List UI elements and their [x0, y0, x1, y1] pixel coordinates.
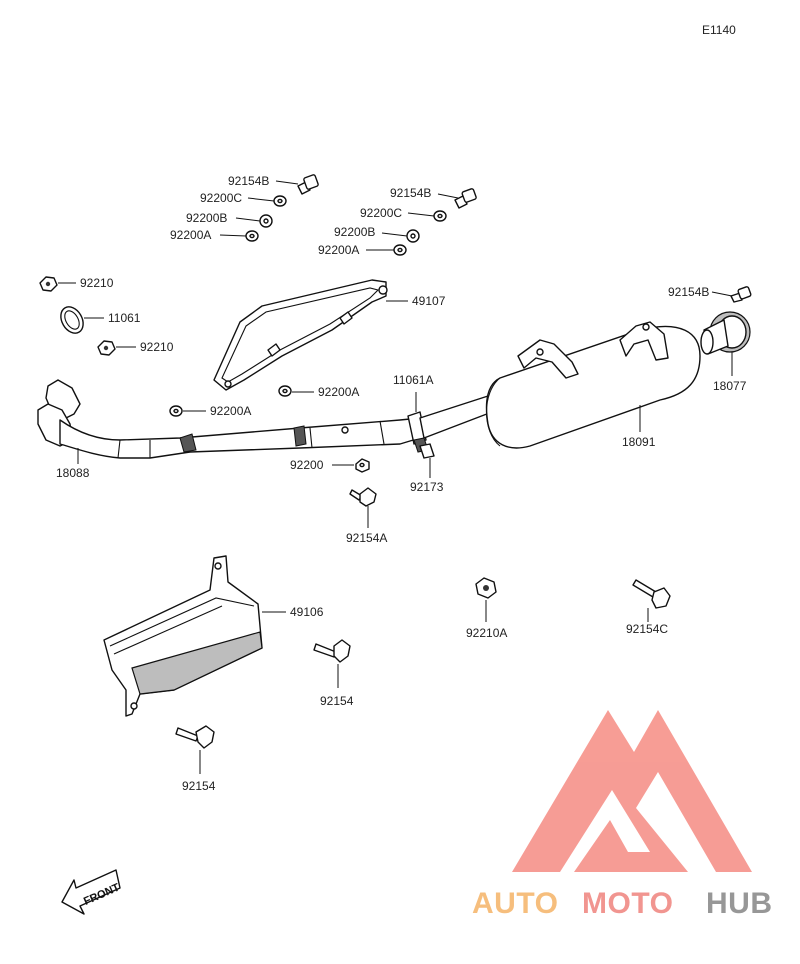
washer-92200A-d: 92200A	[169, 404, 251, 418]
label-92154-a: 92154	[320, 694, 354, 708]
fastener-stack-left: 92154B 92200C 92200B 92200A	[170, 174, 319, 242]
watermark-logo: AUTO MOTO HUB	[472, 710, 773, 920]
fastener-stack-middle: 92154B 92200C 92200B 92200A	[318, 186, 477, 257]
label-92200B-b: 92200B	[334, 225, 375, 239]
heat-guard-49106: 49106	[103, 555, 324, 717]
label-92154B-a: 92154B	[228, 174, 269, 188]
bolt-92154-a: 92154	[313, 639, 354, 708]
logo-text-hub: HUB	[706, 887, 773, 920]
front-direction-arrow: FRONT	[61, 869, 122, 915]
logo-text-moto: MOTO	[582, 887, 673, 920]
bolt-92154B-b	[461, 188, 477, 203]
nut-92210-b: 92210	[97, 340, 174, 356]
label-18088: 18088	[56, 466, 90, 480]
label-92210A: 92210A	[466, 626, 507, 640]
label-92154-b: 92154	[182, 779, 216, 793]
label-18077: 18077	[713, 379, 747, 393]
bolt-92154A: 92154A	[346, 487, 387, 545]
label-92200: 92200	[290, 458, 324, 472]
label-11061: 11061	[108, 311, 141, 325]
diagram-code: E1140	[702, 23, 736, 37]
label-92210-a: 92210	[80, 276, 114, 290]
heat-guard-49107: 49107	[213, 279, 446, 391]
logo-triangle-mark	[512, 710, 752, 872]
label-92154B-c: 92154B	[668, 285, 709, 299]
bolt-92154C: 92154C	[626, 579, 671, 636]
nut-92210-a: 92210	[39, 276, 114, 292]
bolt-92173: 92173	[410, 443, 444, 494]
label-11061A: 11061A	[393, 373, 433, 387]
label-92154B-b: 92154B	[390, 186, 431, 200]
clamp-11061: 11061	[60, 306, 141, 334]
bolt-92154B-a	[297, 174, 319, 195]
label-92200A-d: 92200A	[210, 404, 251, 418]
label-92200C-a: 92200C	[200, 191, 242, 205]
label-92154A: 92154A	[346, 531, 387, 545]
muffler-18091: 18091	[419, 321, 701, 449]
exhaust-header-pipe-18088: 18088	[37, 379, 421, 480]
label-92173: 92173	[410, 480, 444, 494]
label-18091: 18091	[622, 435, 656, 449]
label-92200A-b: 92200A	[318, 243, 359, 257]
end-cap-18077: 18077	[700, 311, 751, 393]
label-92200B-a: 92200B	[186, 211, 227, 225]
nut-92210A: 92210A	[466, 577, 507, 640]
bolt-92154-b: 92154	[175, 725, 216, 793]
label-92200C-b: 92200C	[360, 206, 402, 220]
label-92200A-a: 92200A	[170, 228, 211, 242]
logo-text-auto: AUTO	[472, 887, 558, 920]
label-92200A-c: 92200A	[318, 385, 359, 399]
label-92154C: 92154C	[626, 622, 668, 636]
label-92210-b: 92210	[140, 340, 174, 354]
washer-92200: 92200	[290, 458, 370, 473]
label-49107: 49107	[412, 294, 446, 308]
washer-92200A-c: 92200A	[278, 385, 359, 399]
bolt-92154B-c: 92154B	[668, 285, 752, 303]
label-49106: 49106	[290, 605, 324, 619]
